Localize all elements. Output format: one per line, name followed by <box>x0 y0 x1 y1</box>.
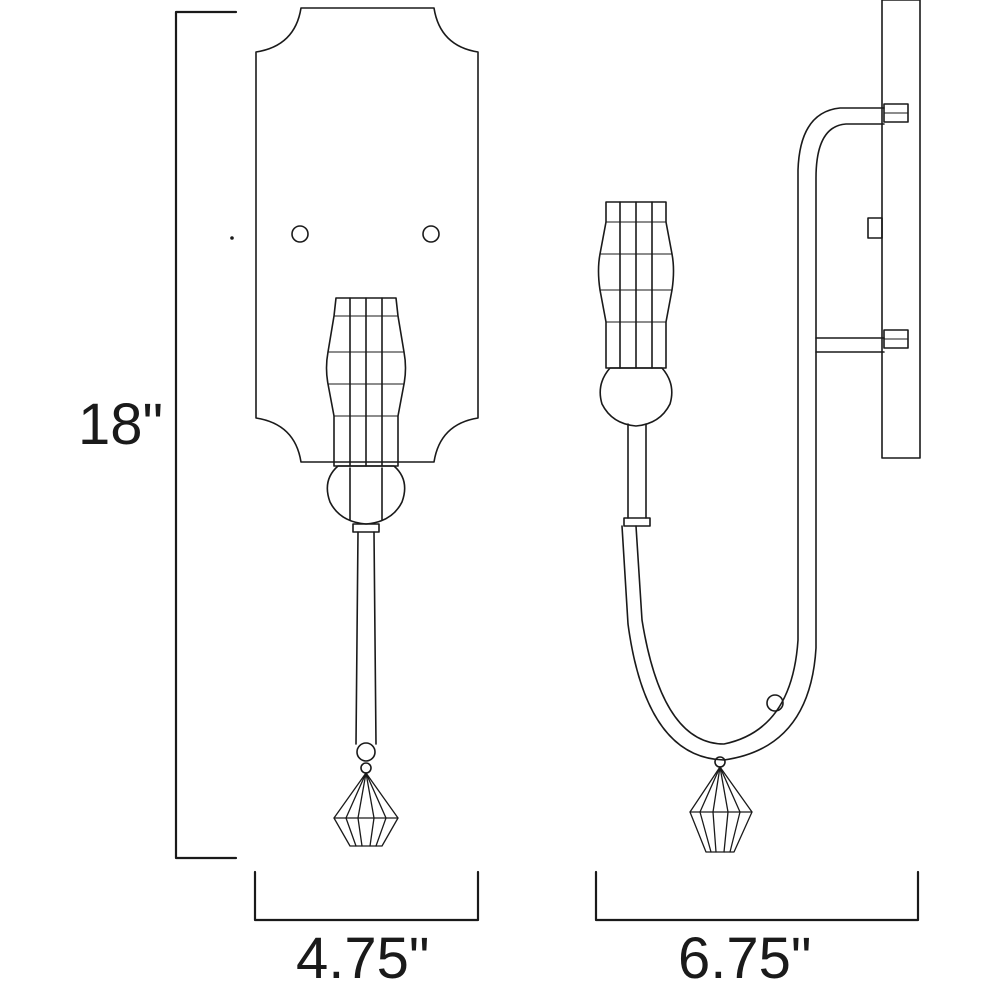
mounting-hole-right <box>422 225 440 243</box>
side-ball <box>599 367 673 427</box>
depth-dimension-label: 6.75" <box>678 926 812 991</box>
width-dimension-bracket <box>253 870 480 922</box>
mounting-hole-left <box>291 225 309 243</box>
front-crystal <box>333 772 399 847</box>
height-dimension-bracket <box>174 10 238 860</box>
side-backplate <box>881 0 921 459</box>
side-collar <box>623 517 651 527</box>
front-stem <box>355 531 377 745</box>
side-knob <box>867 217 883 239</box>
front-backplate <box>255 7 479 463</box>
depth-dimension-bracket <box>594 870 920 922</box>
front-ball <box>326 465 406 525</box>
front-collar <box>352 523 380 533</box>
side-arm <box>635 107 885 745</box>
side-candle-sleeve <box>597 201 675 369</box>
front-candle-sleeve <box>325 297 407 467</box>
side-view <box>597 0 921 853</box>
side-support-rod <box>815 337 885 353</box>
side-arm-bead <box>766 694 784 712</box>
width-dimension-label: 4.75" <box>296 926 430 991</box>
front-view <box>230 7 479 847</box>
side-crystal <box>689 766 753 853</box>
height-dimension-label: 18" <box>78 392 164 457</box>
front-stem-ball <box>356 742 376 762</box>
